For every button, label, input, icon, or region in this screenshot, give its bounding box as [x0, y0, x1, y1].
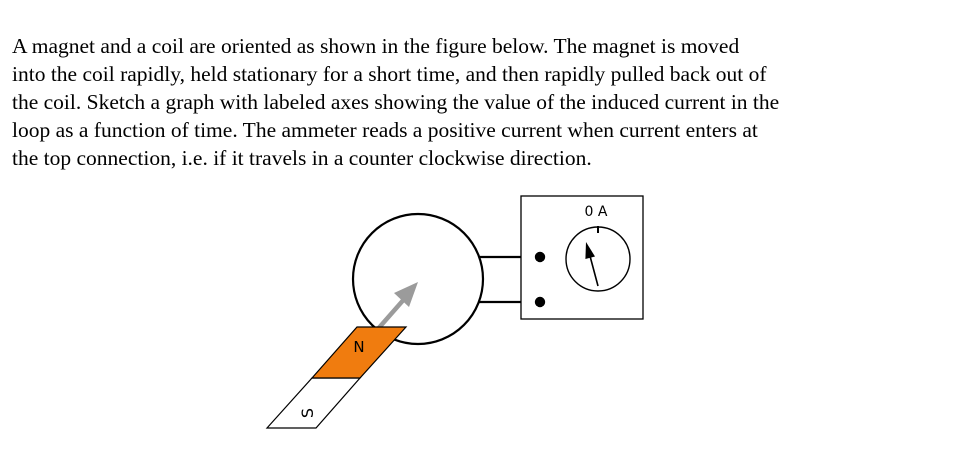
magnet-north-pole	[310, 326, 408, 379]
magnet-south-pole	[265, 377, 362, 429]
top-terminal	[534, 251, 546, 263]
problem-line: into the coil rapidly, held stationary f…	[12, 62, 767, 86]
bottom-terminal	[534, 296, 546, 308]
magnet-north-label: N	[353, 338, 364, 356]
meter-dial	[565, 226, 631, 292]
problem-line: the coil. Sketch a graph with labeled ax…	[12, 90, 780, 114]
problem-statement: A magnet and a coil are oriented as show…	[12, 32, 942, 172]
ammeter-reading: 0 A	[585, 204, 608, 220]
magnet-south-label: S	[298, 408, 317, 418]
problem-line: the top connection, i.e. if it travels i…	[12, 146, 592, 170]
arrow-up-right-icon	[375, 282, 418, 332]
problem-line: A magnet and a coil are oriented as show…	[12, 34, 740, 58]
needle-icon	[585, 242, 599, 287]
problem-line: loop as a function of time. The ammeter …	[12, 118, 758, 142]
coil-loop	[351, 212, 485, 346]
